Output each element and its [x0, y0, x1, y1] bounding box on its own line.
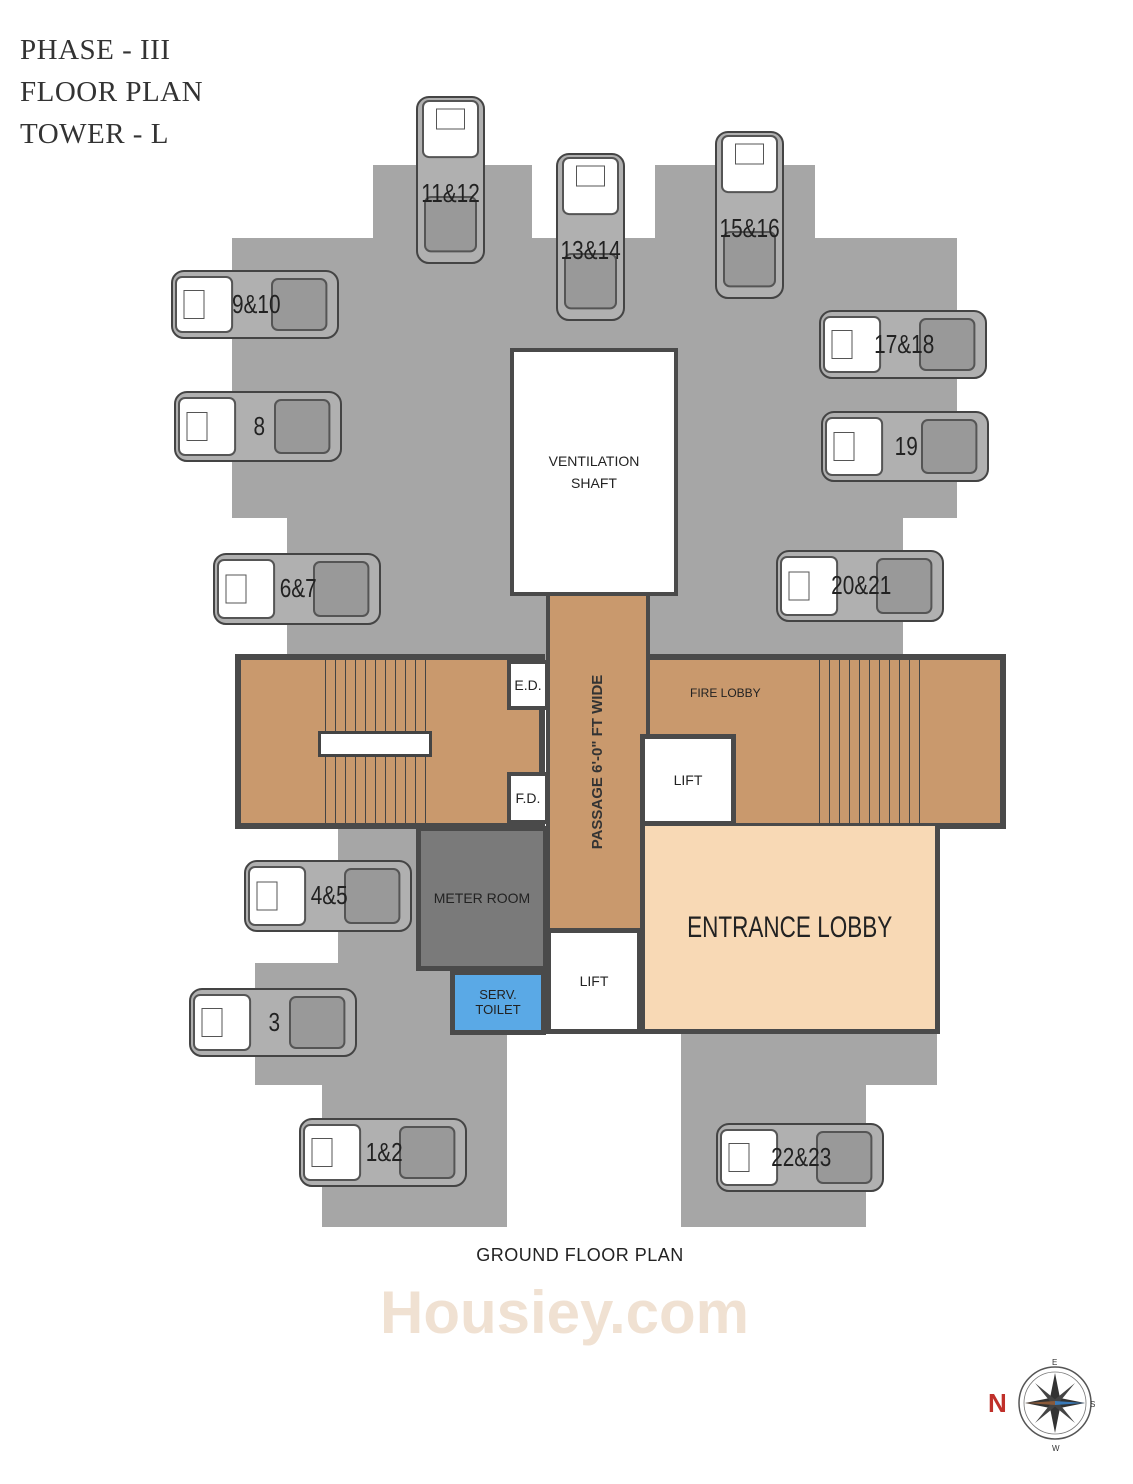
- compass-south: S: [1090, 1400, 1095, 1409]
- car-icon: [213, 553, 381, 625]
- parking-slot: 15&16: [712, 130, 787, 300]
- parking-slot: 3: [188, 985, 358, 1060]
- parking-slot: 6&7: [212, 550, 382, 628]
- right-stair-treads: [810, 660, 928, 823]
- entrance-lobby-label: ENTRANCE LOBBY: [687, 910, 893, 944]
- parking-number: 15&16: [719, 213, 780, 243]
- parking-number: 11&12: [421, 178, 480, 208]
- parking-slot: 9&10: [170, 267, 340, 342]
- parking-slot: 19: [820, 408, 990, 485]
- compass-west: W: [1052, 1444, 1060, 1453]
- car-icon: [556, 153, 625, 321]
- meter-room: METER ROOM: [416, 826, 548, 971]
- title-tower: TOWER - L: [20, 118, 169, 150]
- parking-slot: 13&14: [553, 152, 628, 322]
- lift-lower-label: LIFT: [579, 972, 609, 989]
- parking-number: 9&10: [231, 288, 281, 319]
- parking-number: 8: [253, 410, 265, 441]
- parking-number: 20&21: [830, 570, 891, 600]
- meter-room-label: METER ROOM: [433, 890, 531, 907]
- entrance-lobby: ENTRANCE LOBBY: [640, 826, 940, 1034]
- car-icon: [189, 988, 357, 1057]
- lift-upper: LIFT: [640, 734, 736, 826]
- toilet-label: TOILET: [475, 1001, 521, 1017]
- parking-number: 3: [268, 1006, 280, 1037]
- parking-slot: 1&2: [298, 1115, 468, 1190]
- car-icon: [716, 1123, 884, 1192]
- parking-number: 19: [894, 430, 918, 461]
- car-icon: [171, 270, 339, 339]
- passage-label: PASSAGE 6'-0" FT WIDE: [589, 674, 606, 850]
- car-icon: [299, 1118, 467, 1187]
- parking-number: 1&2: [365, 1136, 403, 1167]
- parking-number: 13&14: [560, 235, 621, 265]
- parking-number: 6&7: [279, 573, 317, 603]
- ventilation-shaft: VENTILATION SHAFT: [510, 348, 678, 596]
- ed-label: E.D.: [514, 676, 542, 693]
- passage: PASSAGE 6'-0" FT WIDE: [546, 596, 650, 928]
- car-icon: [416, 96, 485, 264]
- watermark: Housiey.com: [380, 1279, 749, 1346]
- compass-north: N: [988, 1388, 1007, 1418]
- title-phase: PHASE - III: [20, 34, 171, 66]
- parking-slot: 4&5: [243, 857, 413, 935]
- parking-slot: 22&23: [715, 1120, 885, 1195]
- lift-upper-label: LIFT: [673, 771, 703, 788]
- compass-icon: N S E W: [988, 1358, 1095, 1453]
- ventilation-label: VENTILATION: [548, 452, 640, 469]
- fire-lobby-label: FIRE LOBBY: [690, 686, 761, 700]
- car-icon: [715, 131, 784, 299]
- compass-east: E: [1052, 1358, 1057, 1367]
- parking-slot: 11&12: [413, 95, 488, 265]
- car-icon: [821, 411, 989, 482]
- car-icon: [244, 860, 412, 932]
- lift-lower: LIFT: [546, 928, 642, 1034]
- parking-slot: 20&21: [775, 547, 945, 625]
- parking-number: 4&5: [310, 880, 348, 910]
- car-icon: [819, 310, 987, 379]
- car-icon: [776, 550, 944, 622]
- parking-number: 17&18: [873, 328, 934, 359]
- car-icon: [174, 391, 342, 462]
- parking-slot: 17&18: [818, 307, 988, 382]
- shaft-label: SHAFT: [571, 475, 617, 491]
- parking-slot: 8: [173, 388, 343, 465]
- title-floor-plan: FLOOR PLAN: [20, 76, 204, 108]
- ground-floor-caption: GROUND FLOOR PLAN: [476, 1245, 684, 1265]
- parking-number: 22&23: [770, 1141, 831, 1172]
- service-toilet: SERV.TOILET: [450, 970, 546, 1035]
- serv-label: SERV.: [479, 987, 517, 1003]
- electric-duct: E.D.: [507, 660, 549, 710]
- stair-well: [318, 731, 432, 757]
- fire-duct: F.D.: [507, 772, 549, 824]
- fd-label: F.D.: [515, 789, 541, 806]
